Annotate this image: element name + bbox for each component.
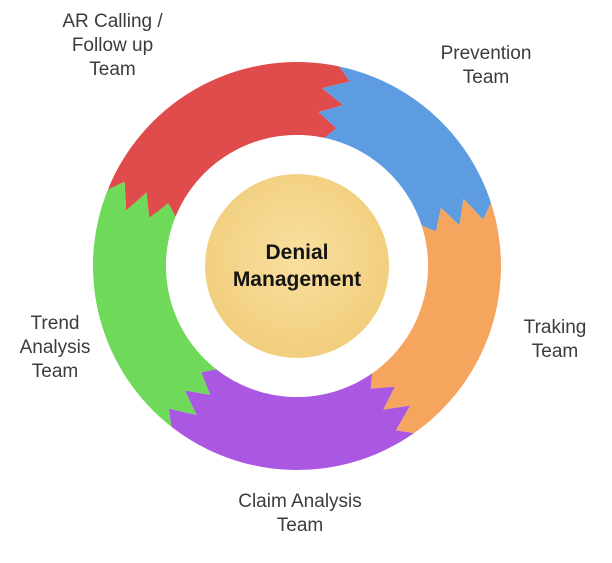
donut-segments xyxy=(92,62,502,470)
segment-traking xyxy=(370,198,502,434)
segment-trend-analysis xyxy=(92,181,217,427)
label-trend-analysis-team: Trend Analysis Team xyxy=(19,313,91,382)
label-ar-calling-team: AR Calling / Follow up Team xyxy=(62,11,163,80)
label-traking-team: Traking Team xyxy=(523,317,587,362)
segment-prevention xyxy=(318,66,492,232)
segment-ar-calling xyxy=(107,62,350,219)
label-claim-analysis-team: Claim Analysis Team xyxy=(238,491,362,536)
center-title: Denial Management xyxy=(232,241,362,291)
label-prevention-team: Prevention Team xyxy=(440,43,532,88)
segment-claim-analysis xyxy=(168,369,415,470)
center-circle xyxy=(205,174,389,358)
